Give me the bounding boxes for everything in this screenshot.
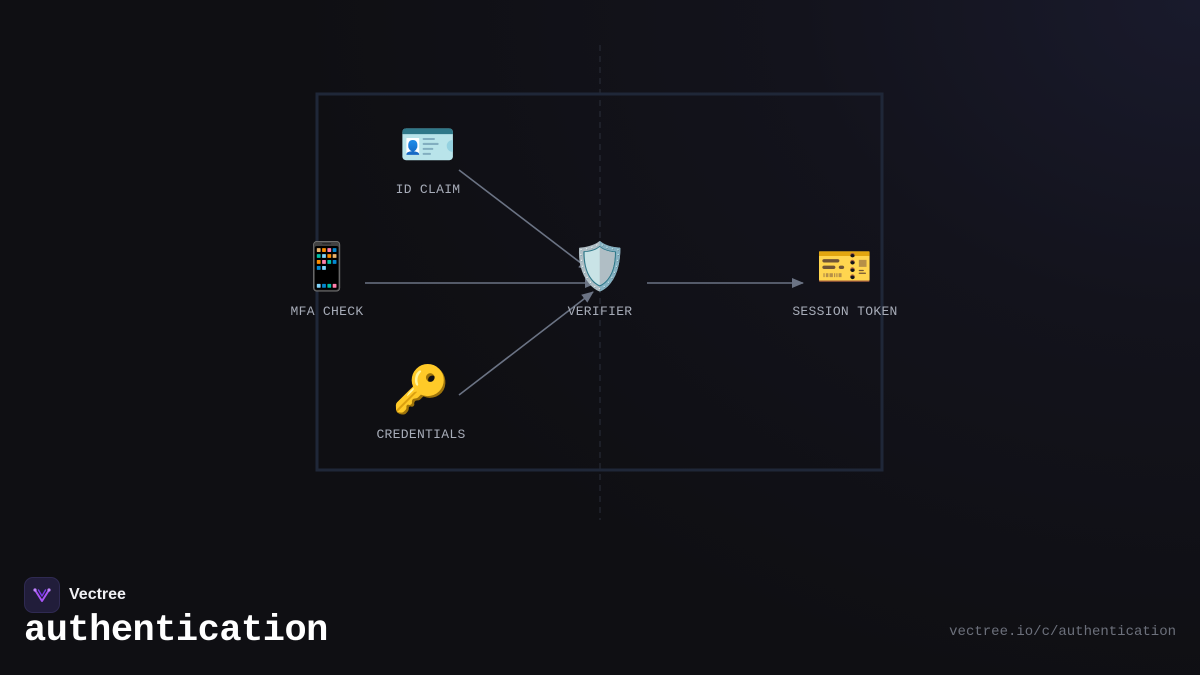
brand-name: Vectree [69, 586, 126, 603]
key-icon: 🔑 [392, 362, 450, 416]
id-card-icon: 🪪 [399, 117, 457, 171]
mobile-phone-icon: 📱 [298, 239, 356, 293]
edge-credentials-to-verifier [458, 291, 594, 396]
node-label-id-claim: ID CLAIM [395, 182, 461, 197]
page-url[interactable]: vectree.io/c/authentication [949, 624, 1176, 640]
shield-icon: 🛡️ [571, 239, 629, 293]
node-credentials: 🔑 CREDENTIALS [341, 361, 501, 442]
node-id-claim: 🪪 ID CLAIM [348, 116, 508, 197]
node-label-session-token: SESSION TOKEN [792, 304, 898, 319]
page-title: authentication [24, 610, 328, 652]
vectree-logo-mark [33, 588, 51, 602]
node-session-token: 🎫 SESSION TOKEN [765, 238, 925, 319]
diagram-frame [315, 92, 884, 472]
ticket-icon: 🎫 [816, 239, 874, 293]
edge-id-claim-to-verifier [458, 169, 591, 271]
brand: Vectree [24, 577, 126, 613]
vectree-logo-icon [24, 577, 60, 613]
node-mfa-check: 📱 MFA CHECK [247, 238, 407, 319]
node-verifier: 🛡️ VERIFIER [520, 238, 680, 319]
node-label-credentials: CREDENTIALS [376, 427, 466, 442]
node-label-mfa-check: MFA CHECK [290, 304, 364, 319]
node-label-verifier: VERIFIER [567, 304, 633, 319]
